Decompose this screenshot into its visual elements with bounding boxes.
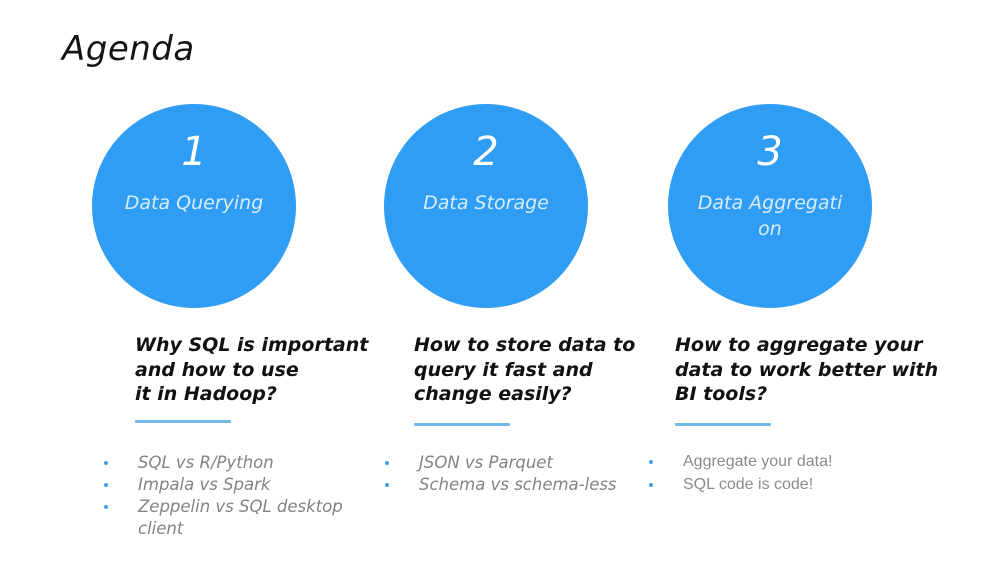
column-divider-1 <box>135 420 231 423</box>
bullet-dot-icon <box>104 505 108 509</box>
bullet-dot-icon <box>104 483 108 487</box>
agenda-column-2: 2 Data Storage How to store data to quer… <box>350 0 640 563</box>
column-divider-3 <box>675 423 771 426</box>
circle-label-3: Data Aggregation <box>697 192 843 240</box>
list-item: SQL vs R/Python <box>96 452 348 474</box>
page-title: Agenda <box>62 29 195 69</box>
agenda-column-1: 1 Data Querying Why SQL is important and… <box>58 0 368 563</box>
bullet-dot-icon <box>385 461 389 465</box>
bullet-text: Zeppelin vs SQL desktop client <box>138 497 343 538</box>
list-item: Schema vs schema-less <box>377 474 629 496</box>
column-heading-2: How to store data to query it fast and c… <box>414 334 636 405</box>
bullet-dot-icon <box>649 483 653 487</box>
bullet-text: JSON vs Parquet <box>419 453 553 472</box>
circle-label-2: Data Storage <box>423 192 549 214</box>
agenda-circle-3[interactable]: 3 Data Aggregation <box>668 104 872 308</box>
column-heading-3: How to aggregate your data to work bette… <box>675 334 939 405</box>
column-divider-2 <box>414 423 510 426</box>
bullet-dot-icon <box>649 460 653 464</box>
circle-number-3: 3 <box>757 129 783 175</box>
bullet-text: Aggregate your data! <box>683 453 833 470</box>
list-item: JSON vs Parquet <box>377 452 629 474</box>
bullet-text: Impala vs Spark <box>138 475 271 494</box>
list-item: Zeppelin vs SQL desktop client <box>96 496 348 540</box>
bullet-dot-icon <box>104 461 108 465</box>
bullet-dot-icon <box>385 483 389 487</box>
bullet-list-2: JSON vs Parquet Schema vs schema-less <box>377 452 629 496</box>
bullet-text: SQL code is code! <box>683 476 814 493</box>
circle-label-1: Data Querying <box>124 192 264 214</box>
bullet-text: SQL vs R/Python <box>138 453 274 472</box>
circle-number-1: 1 <box>181 129 207 175</box>
list-item: SQL code is code! <box>641 473 913 496</box>
list-item: Impala vs Spark <box>96 474 348 496</box>
agenda-circle-1[interactable]: 1 Data Querying <box>92 104 296 308</box>
bullet-text: Schema vs schema-less <box>419 475 617 494</box>
bullet-list-3: Aggregate your data! SQL code is code! <box>641 450 913 496</box>
bullet-list-1: SQL vs R/Python Impala vs Spark Zeppelin… <box>96 452 348 540</box>
column-heading-1: Why SQL is important and how to use it i… <box>135 334 369 405</box>
agenda-column-3: 3 Data Aggregation How to aggregate your… <box>632 0 938 563</box>
agenda-circle-2[interactable]: 2 Data Storage <box>384 104 588 308</box>
circle-number-2: 2 <box>473 129 499 175</box>
list-item: Aggregate your data! <box>641 450 913 473</box>
